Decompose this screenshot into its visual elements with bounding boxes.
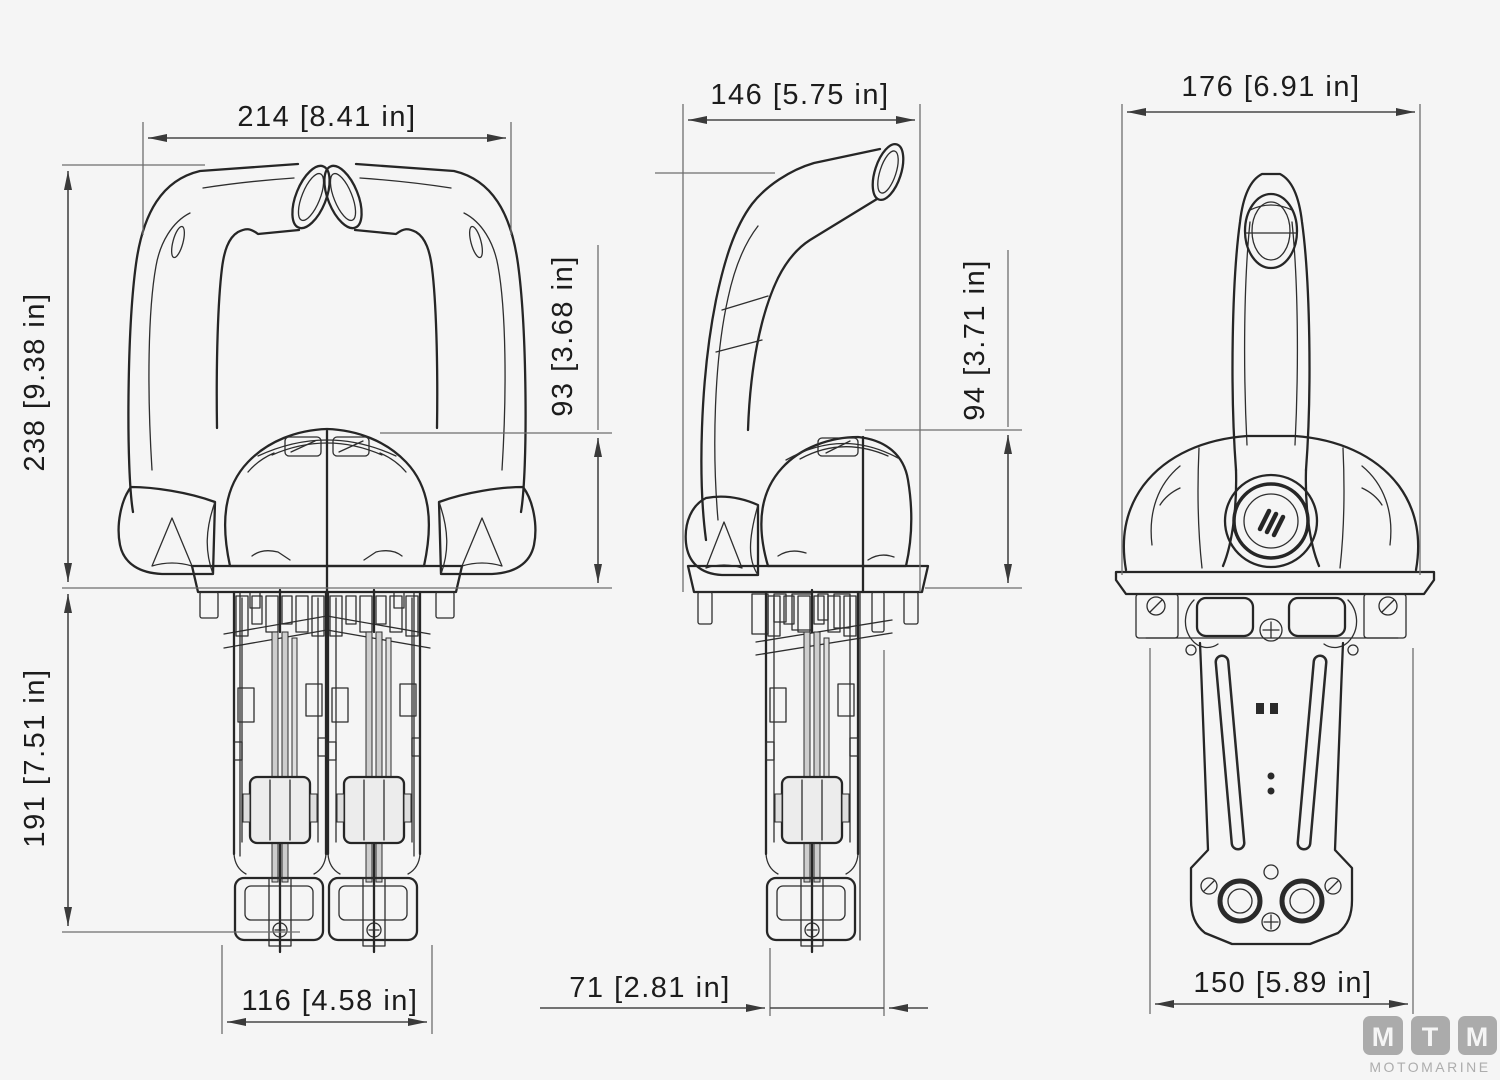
- rear-view-lower-housing: [1189, 641, 1354, 946]
- dim-side-width: 146 [5.75 in]: [710, 79, 889, 111]
- front-view-mount-plate: [190, 564, 464, 619]
- logo-letter-m1: M: [1372, 1022, 1395, 1052]
- rear-view-mount-plate: [1114, 570, 1436, 656]
- front-dimensions: 214 [8.41 in] 238 [9.38 in] 191 [7.51 in…: [19, 101, 612, 1034]
- logo-letter-m2: M: [1466, 1022, 1489, 1052]
- side-dimensions: 146 [5.75 in] 94 [3.71 in] 71 [2.81 in]: [540, 79, 1022, 1016]
- front-view-body: [224, 427, 430, 602]
- logo-square-3: [1458, 1016, 1497, 1055]
- rear-view: 176 [6.91 in] 150 [5.89 in]: [1114, 71, 1436, 1014]
- dim-rear-width: 176 [6.91 in]: [1181, 71, 1360, 103]
- logo-square-2: [1411, 1016, 1450, 1055]
- front-view-cable-mechanism: [223, 588, 431, 954]
- logo-subtitle: MOTOMARINE: [1369, 1059, 1490, 1075]
- front-view: 214 [8.41 in] 238 [9.38 in] 191 [7.51 in…: [19, 101, 612, 1034]
- dim-front-base-width: 116 [4.58 in]: [242, 985, 419, 1017]
- mtm-motomarine-logo: M T M MOTOMARINE: [1363, 1016, 1497, 1075]
- side-view-mount-plate: [686, 564, 930, 633]
- side-view-body: [760, 435, 913, 594]
- ultraflex-logo-mark: [1257, 508, 1286, 538]
- dim-front-width: 214 [8.41 in]: [237, 101, 416, 133]
- dim-side-base-depth: 71 [2.81 in]: [569, 972, 731, 1004]
- rear-dimensions: 176 [6.91 in] 150 [5.89 in]: [1121, 71, 1421, 1014]
- side-view-lever: [684, 142, 905, 577]
- dim-front-height-upper: 238 [9.38 in]: [19, 292, 51, 471]
- dim-front-height-lower: 191 [7.51 in]: [19, 668, 51, 847]
- side-view-cable-mechanism: [751, 588, 893, 954]
- rear-view-body: [1122, 434, 1420, 572]
- rear-view-hub: [1223, 473, 1319, 569]
- dim-rear-base-width: 150 [5.89 in]: [1193, 967, 1372, 999]
- side-view: 146 [5.75 in] 94 [3.71 in] 71 [2.81 in]: [540, 79, 1022, 1016]
- logo-square-1: [1363, 1016, 1403, 1055]
- dim-front-body-height: 93 [3.68 in]: [547, 255, 579, 417]
- logo-letter-t: T: [1422, 1022, 1439, 1052]
- dim-side-body-height: 94 [3.71 in]: [959, 259, 991, 421]
